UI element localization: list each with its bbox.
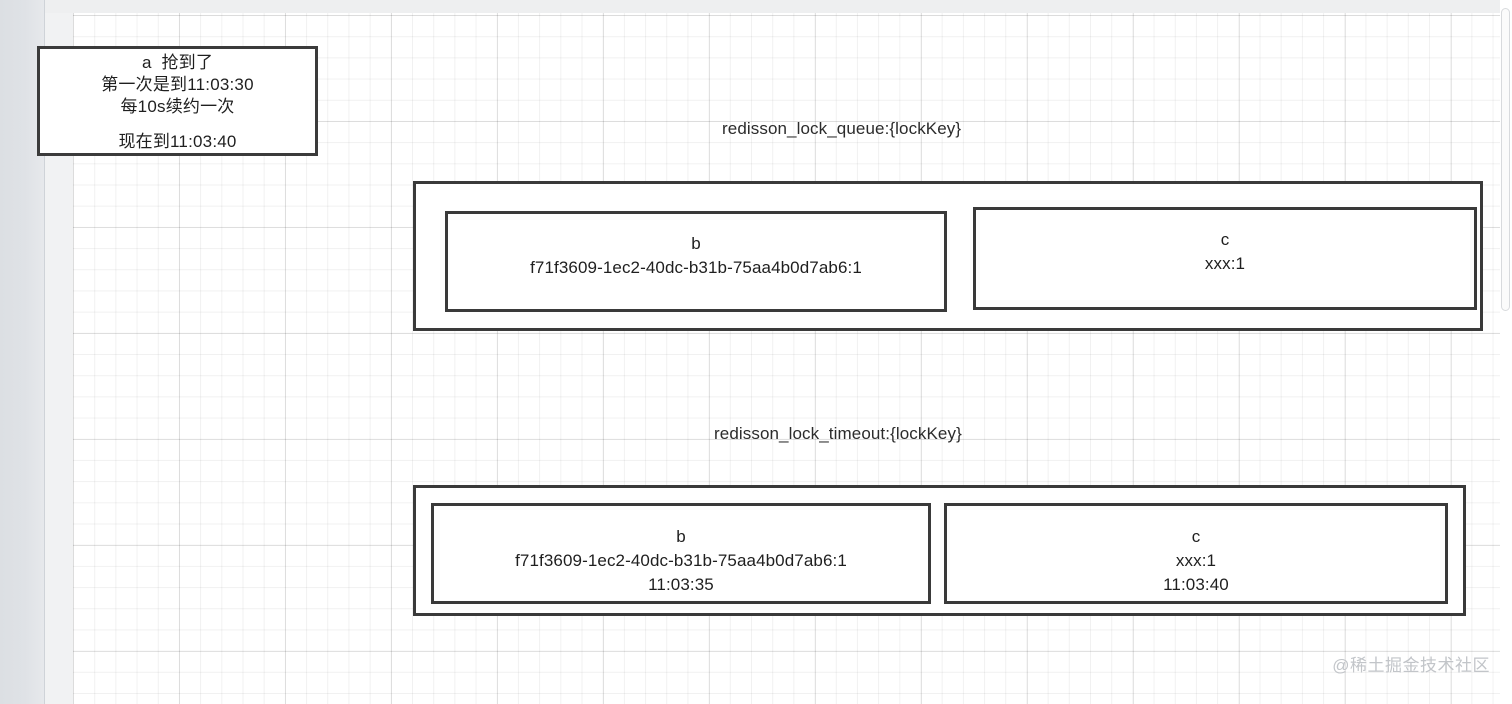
timeout-cell-b[interactable]: b f71f3609-1ec2-40dc-b31b-75aa4b0d7ab6:1… [431,503,931,604]
timeout-cell-c[interactable]: c xxx:1 11:03:40 [944,503,1448,604]
note-box-a[interactable]: a 抢到了 第一次是到11:03:30 每10s续约一次 现在到11:03:40 [37,46,318,156]
group-label-queue: redisson_lock_queue:{lockKey} [722,119,962,138]
queue-cell-c-name: c [1220,230,1230,249]
note-line-blank [40,118,315,131]
timeout-cell-c-time: 11:03:40 [1163,575,1229,594]
group-label-timeout: redisson_lock_timeout:{lockKey} [714,424,962,443]
timeout-cell-c-name: c [1191,527,1201,546]
top-toolbar-strip [45,0,1512,13]
note-line-5: 现在到11:03:40 [118,132,237,151]
note-line-3: 每10s续约一次 [120,97,235,116]
timeout-cell-c-value: xxx:1 [1175,551,1217,570]
queue-cell-c-value: xxx:1 [1204,254,1246,273]
left-rail-divider [44,0,45,704]
timeout-cell-b-name: b [676,527,686,546]
note-line-1: a 抢到了 [141,53,214,72]
vertical-scrollbar-thumb[interactable] [1501,8,1510,311]
vertical-scrollbar-track[interactable] [1500,0,1512,704]
queue-cell-b-value: f71f3609-1ec2-40dc-b31b-75aa4b0d7ab6:1 [530,258,862,277]
timeout-cell-b-time: 11:03:35 [648,575,714,594]
note-line-2: 第一次是到11:03:30 [101,75,254,94]
queue-cell-c[interactable]: c xxx:1 [973,207,1477,310]
queue-cell-b[interactable]: b f71f3609-1ec2-40dc-b31b-75aa4b0d7ab6:1 [445,211,947,312]
watermark: @稀土掘金技术社区 [1332,656,1490,675]
timeout-cell-b-value: f71f3609-1ec2-40dc-b31b-75aa4b0d7ab6:1 [515,551,847,570]
queue-cell-b-name: b [691,234,701,253]
